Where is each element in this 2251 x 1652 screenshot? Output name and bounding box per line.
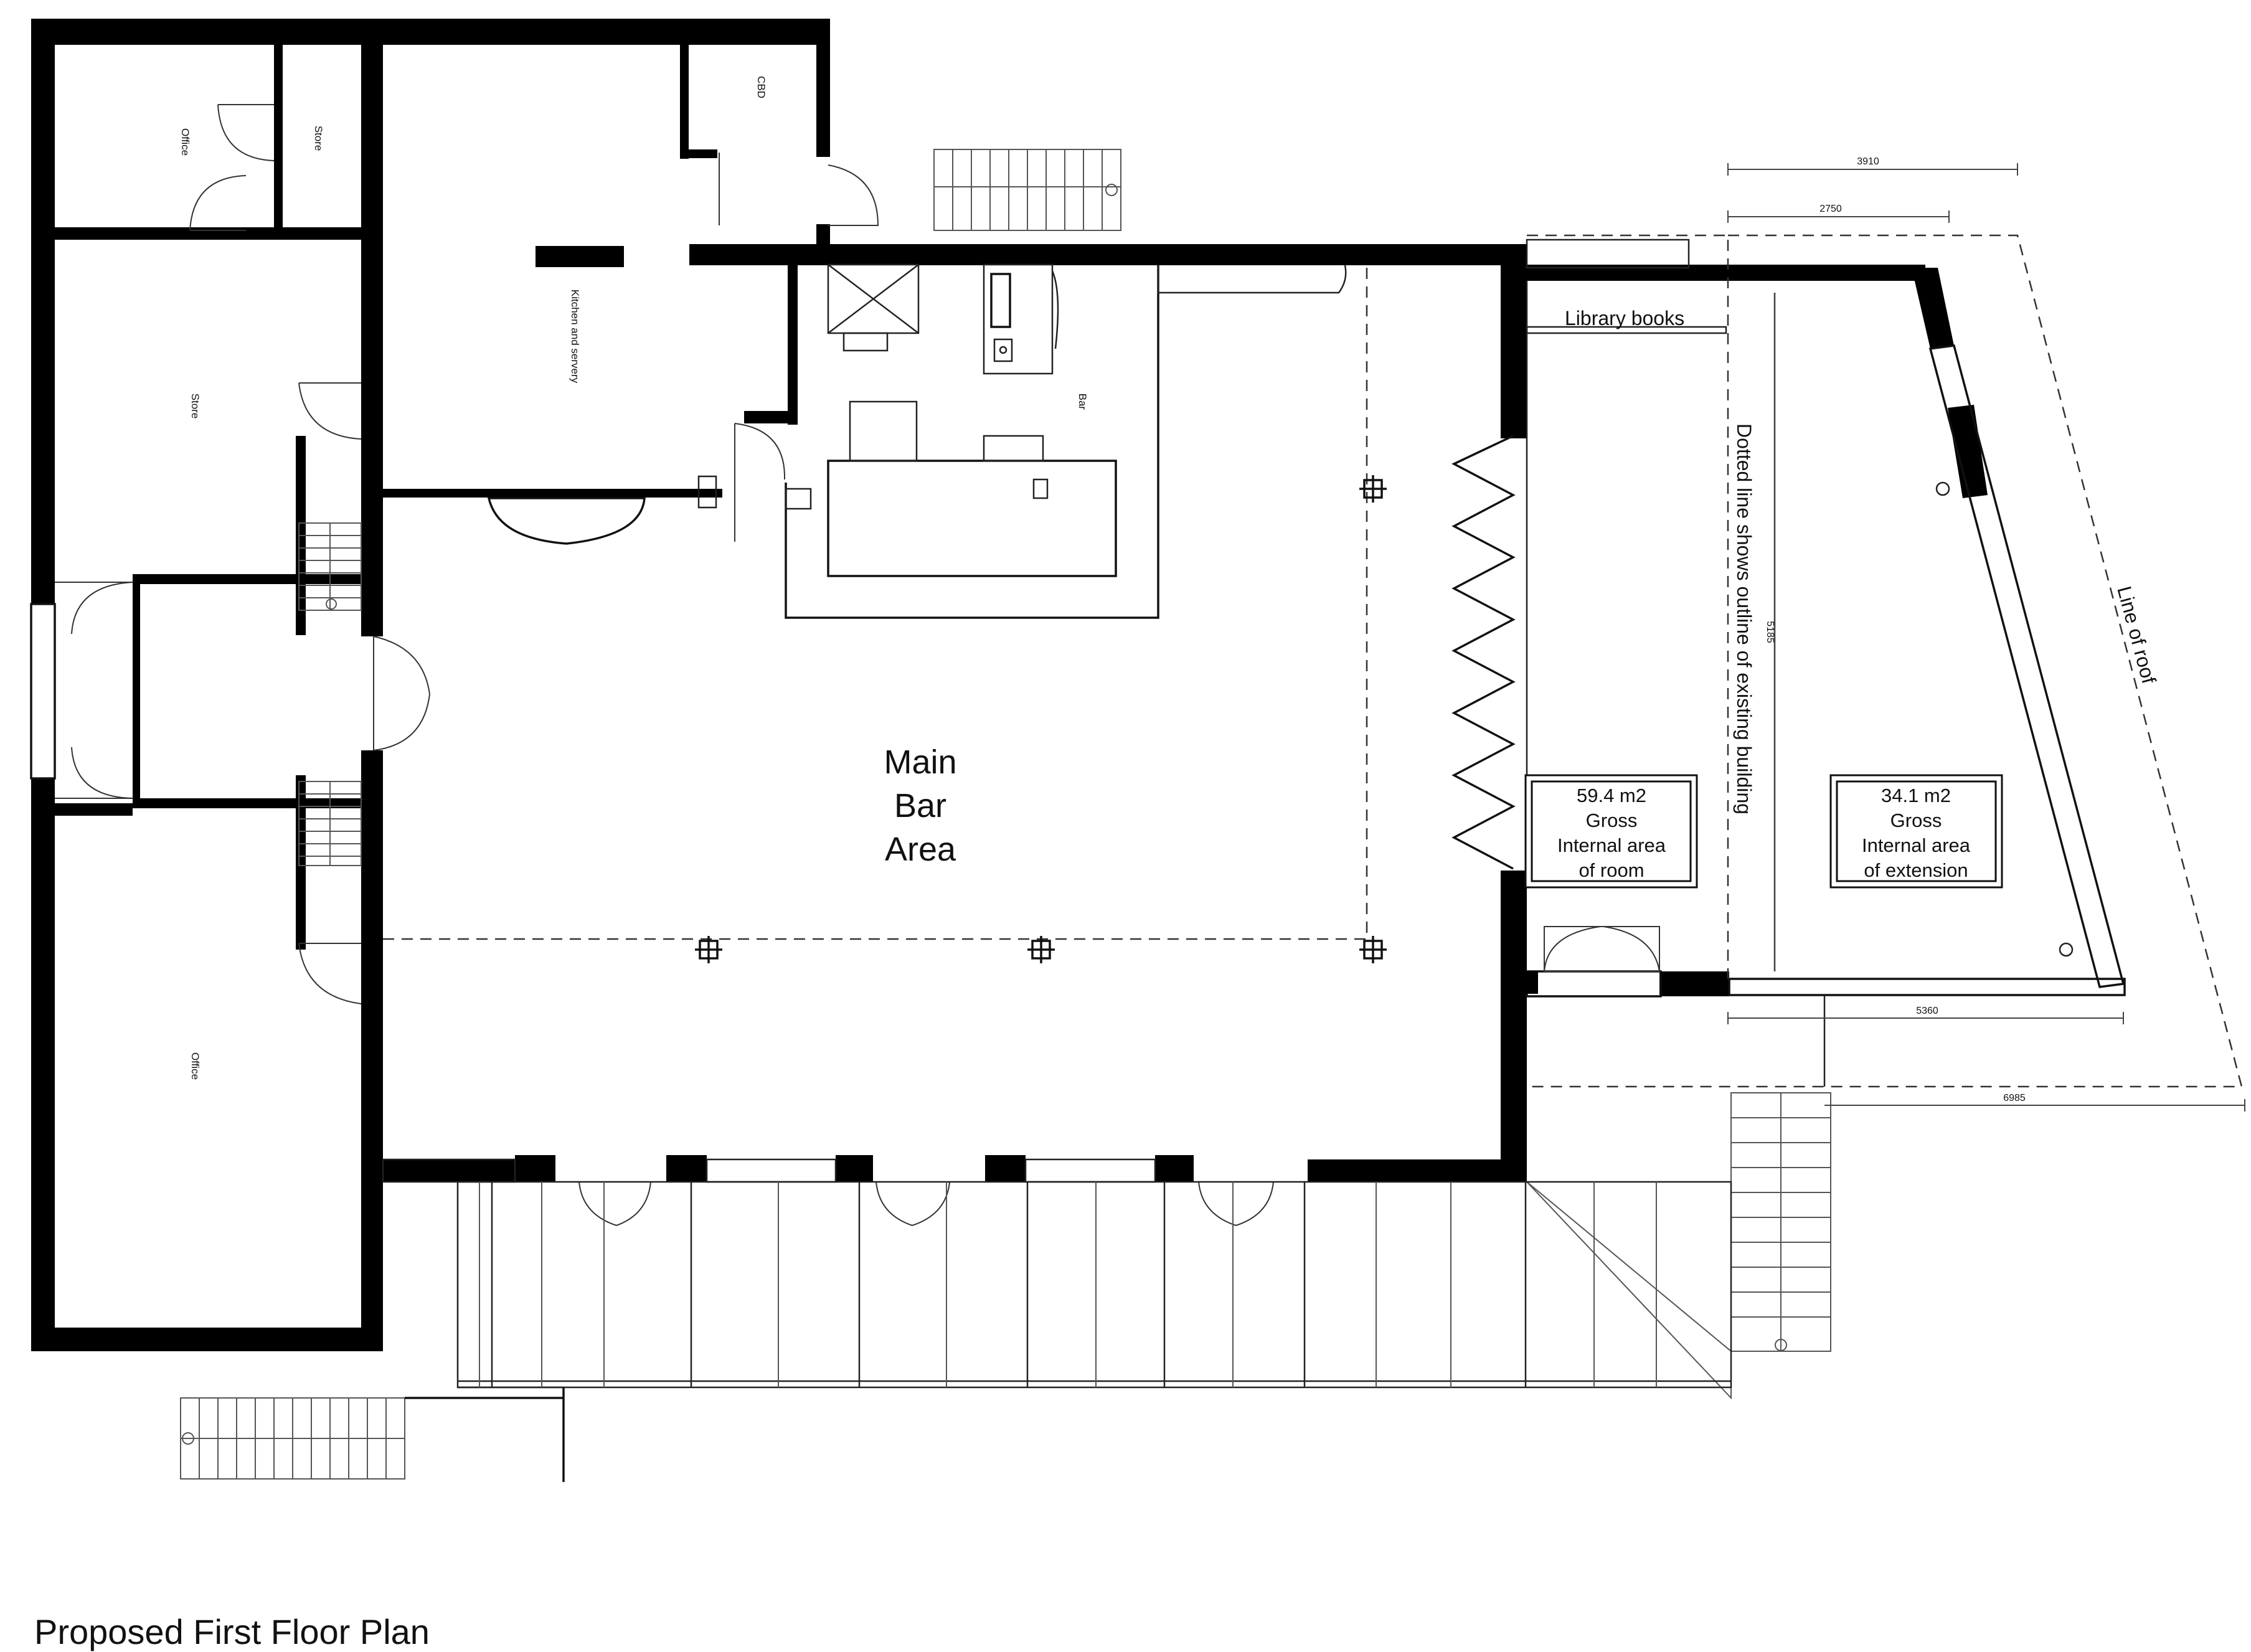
room-label-main-bar-2: Bar (894, 787, 946, 824)
room-label-bar: Bar (1077, 394, 1088, 410)
room-label-main-bar-3: Area (885, 831, 956, 868)
area-room-line-3: Internal area (1557, 834, 1666, 856)
structural-columns (695, 475, 1387, 963)
annotation-line-of-roof: Line of roof (2113, 583, 2160, 686)
area-extension-line-4: of extension (1864, 859, 1968, 881)
room-label-cbd: CBD (755, 76, 767, 98)
room-label-store-top: Store (313, 126, 324, 151)
bar-counter (785, 263, 1347, 619)
dimension-top-inner: 2750 (1819, 204, 1842, 214)
extension-fixtures (1526, 238, 2074, 1087)
area-extension-line-2: Gross (1890, 809, 1942, 831)
dimension-top-outer: 3910 (1857, 156, 1879, 167)
room-label-office-bottom: Office (189, 1052, 201, 1080)
left-window (30, 603, 56, 780)
area-room-line-2: Gross (1586, 809, 1638, 831)
dimension-bottom-outer: 6985 (2003, 1093, 2026, 1103)
interior-walls (55, 44, 798, 950)
drawing-title: Proposed First Floor Plan (34, 1612, 430, 1651)
dimension-vertical: 5185 (1765, 621, 1775, 643)
room-label-store-left: Store (189, 394, 201, 419)
exterior-walls (31, 19, 1527, 1351)
servery-hatch (487, 475, 717, 545)
dimension-bottom-inner: 5360 (1916, 1006, 1938, 1016)
room-label-main-bar-1: Main (884, 743, 956, 781)
area-box-extension-inner (1836, 780, 1997, 882)
area-room-line-4: of room (1579, 859, 1644, 881)
stairs (180, 149, 1831, 1480)
doors (55, 104, 1660, 1226)
folding-partition (1451, 435, 1516, 870)
annotation-library-books: Library books (1565, 307, 1684, 329)
area-extension-line-1: 34.1 m2 (1881, 785, 1951, 806)
dashed-outline-existing-building (383, 234, 2243, 1088)
annotation-dotted-line-note: Dotted line shows outline of existing bu… (1733, 423, 1755, 814)
room-label-office-top: Office (179, 128, 191, 156)
area-box-room-inner (1531, 780, 1692, 882)
room-label-kitchen: Kitchen and servery (569, 290, 581, 384)
area-extension-line-3: Internal area (1862, 834, 1971, 856)
balcony-deck (405, 1181, 1732, 1482)
area-room-line-1: 59.4 m2 (1577, 785, 1646, 806)
dimension-lines (1727, 163, 2245, 1112)
